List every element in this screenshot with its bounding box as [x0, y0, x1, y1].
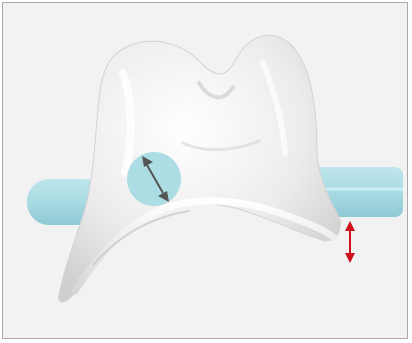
tooth-crown: [59, 35, 340, 302]
tooth-diagram: [3, 3, 408, 339]
diagram-frame: [2, 2, 408, 339]
double-headed-arrow-icon: [345, 221, 355, 263]
